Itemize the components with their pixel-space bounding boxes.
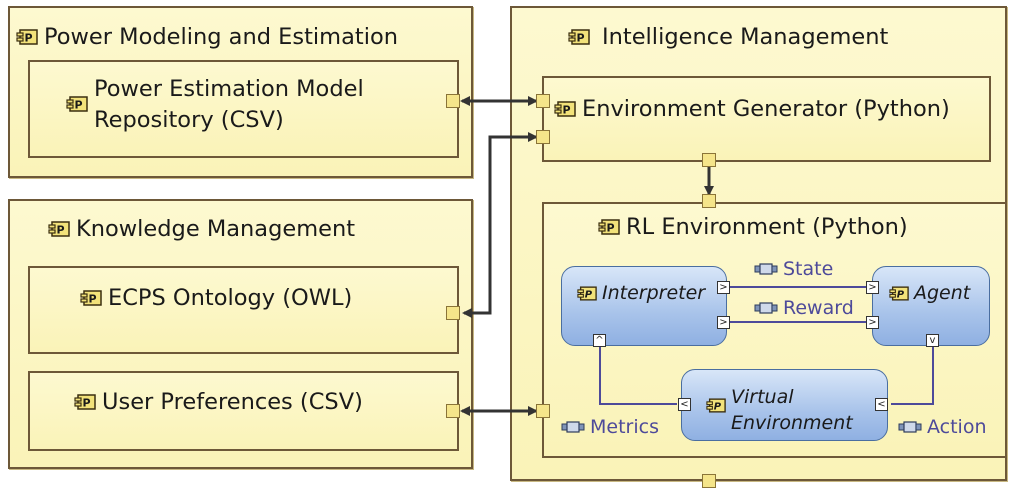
agent-component[interactable] xyxy=(872,266,990,346)
user-preferences-port[interactable] xyxy=(446,404,460,418)
agent-reward-in-port[interactable]: > xyxy=(866,316,879,329)
knowledge-management-title: Knowledge Management xyxy=(48,214,355,245)
intelligence-bottom-port[interactable] xyxy=(702,474,716,488)
virtual-env-action-port[interactable]: < xyxy=(875,398,888,411)
env-gen-port-2[interactable] xyxy=(536,130,550,144)
interpreter-component[interactable] xyxy=(561,266,727,346)
flow-port-icon xyxy=(754,263,778,275)
rl-env-input-port[interactable] xyxy=(702,194,716,208)
power-estimation-repository[interactable] xyxy=(28,60,459,158)
environment-generator[interactable] xyxy=(542,76,991,162)
action-flow-label: Action xyxy=(898,415,987,439)
ontology-port[interactable] xyxy=(446,306,460,320)
agent-action-port[interactable]: v xyxy=(926,334,939,347)
repository-port[interactable] xyxy=(446,94,460,108)
interpreter-state-out-port[interactable]: > xyxy=(717,281,730,294)
reward-flow-label: Reward xyxy=(754,296,854,320)
repository-label: Power Estimation Model Repository (CSV) xyxy=(66,74,364,136)
flow-port-icon xyxy=(754,302,778,314)
ontology-env-gen-connector xyxy=(462,132,538,318)
environment-generator-label: Environment Generator (Python) xyxy=(554,94,950,125)
virtual-environment-label: Virtual Environment xyxy=(706,384,853,436)
interpreter-reward-out-port[interactable]: > xyxy=(717,316,730,329)
env-gen-port-1[interactable] xyxy=(536,94,550,108)
ecps-ontology[interactable] xyxy=(28,266,459,354)
power-modeling-title: Power Modeling and Estimation xyxy=(16,22,398,53)
user-preferences-label: User Preferences (CSV) xyxy=(74,387,363,418)
agent-label: Agent xyxy=(889,281,970,306)
virtual-env-metrics-port[interactable]: < xyxy=(678,398,691,411)
env-gen-output-port[interactable] xyxy=(702,153,716,167)
ecps-ontology-label: ECPS Ontology (OWL) xyxy=(80,283,352,314)
agent-state-in-port[interactable]: > xyxy=(866,281,879,294)
interpreter-label: Interpreter xyxy=(577,281,705,306)
action-flow-line xyxy=(891,346,934,405)
flow-port-icon xyxy=(898,421,922,433)
metrics-flow-line xyxy=(599,346,677,405)
intelligence-management-title: Intelligence Management xyxy=(568,22,888,53)
flow-port-icon xyxy=(561,421,585,433)
intelligence-metrics-port[interactable] xyxy=(536,404,550,418)
state-flow-label: State xyxy=(754,257,833,281)
metrics-flow-label: Metrics xyxy=(561,415,659,439)
rl-environment-label: RL Environment (Python) xyxy=(598,212,908,243)
interpreter-metrics-port[interactable]: ^ xyxy=(593,334,606,347)
